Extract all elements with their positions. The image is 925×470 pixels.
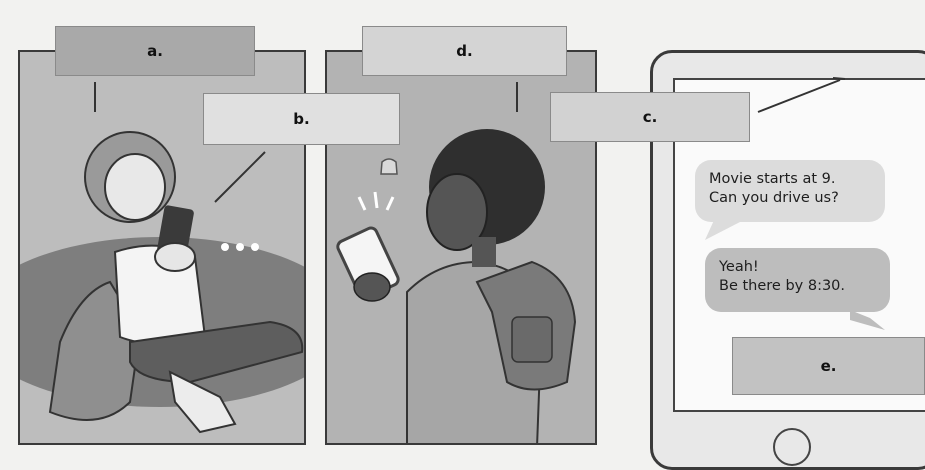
message-bubble-outgoing: Yeah! Be there by 8:30. <box>705 248 890 312</box>
message-line: Can you drive us? <box>709 189 871 208</box>
label-box-c: c. <box>550 92 750 142</box>
message-bubble-incoming: Movie starts at 9. Can you drive us? <box>695 160 885 222</box>
label-box-b: b. <box>203 93 400 145</box>
message-line: Yeah! <box>719 258 876 277</box>
label-box-a: a. <box>55 26 255 76</box>
label-box-e: e. <box>732 337 925 395</box>
label-box-d: d. <box>362 26 567 76</box>
message-line: Movie starts at 9. <box>709 170 871 189</box>
message-line: Be there by 8:30. <box>719 277 876 296</box>
